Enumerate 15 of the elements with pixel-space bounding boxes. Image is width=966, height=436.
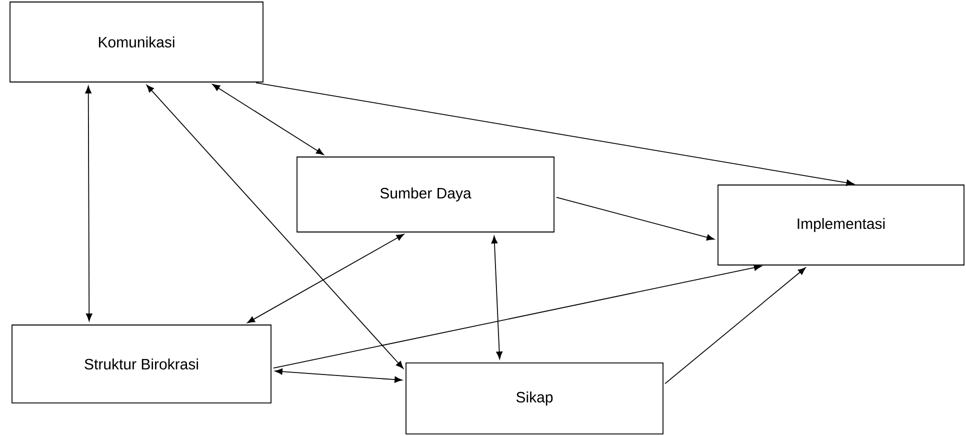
process-box: Implementasi (718, 184, 964, 266)
process-box: Sumber Daya (296, 156, 554, 232)
arrow (664, 267, 806, 384)
process-box: Struktur Birokrasi (12, 324, 272, 404)
arrow (247, 234, 404, 324)
arrow (272, 264, 762, 369)
process-box: Sikap (406, 362, 664, 434)
arrow (491, 236, 502, 360)
process-box: Komunikasi (10, 2, 264, 82)
arrow (146, 84, 404, 369)
arrow (212, 84, 324, 155)
arrow (256, 82, 854, 186)
arrow (556, 196, 714, 240)
arrow (274, 368, 402, 383)
arrow (85, 86, 92, 322)
